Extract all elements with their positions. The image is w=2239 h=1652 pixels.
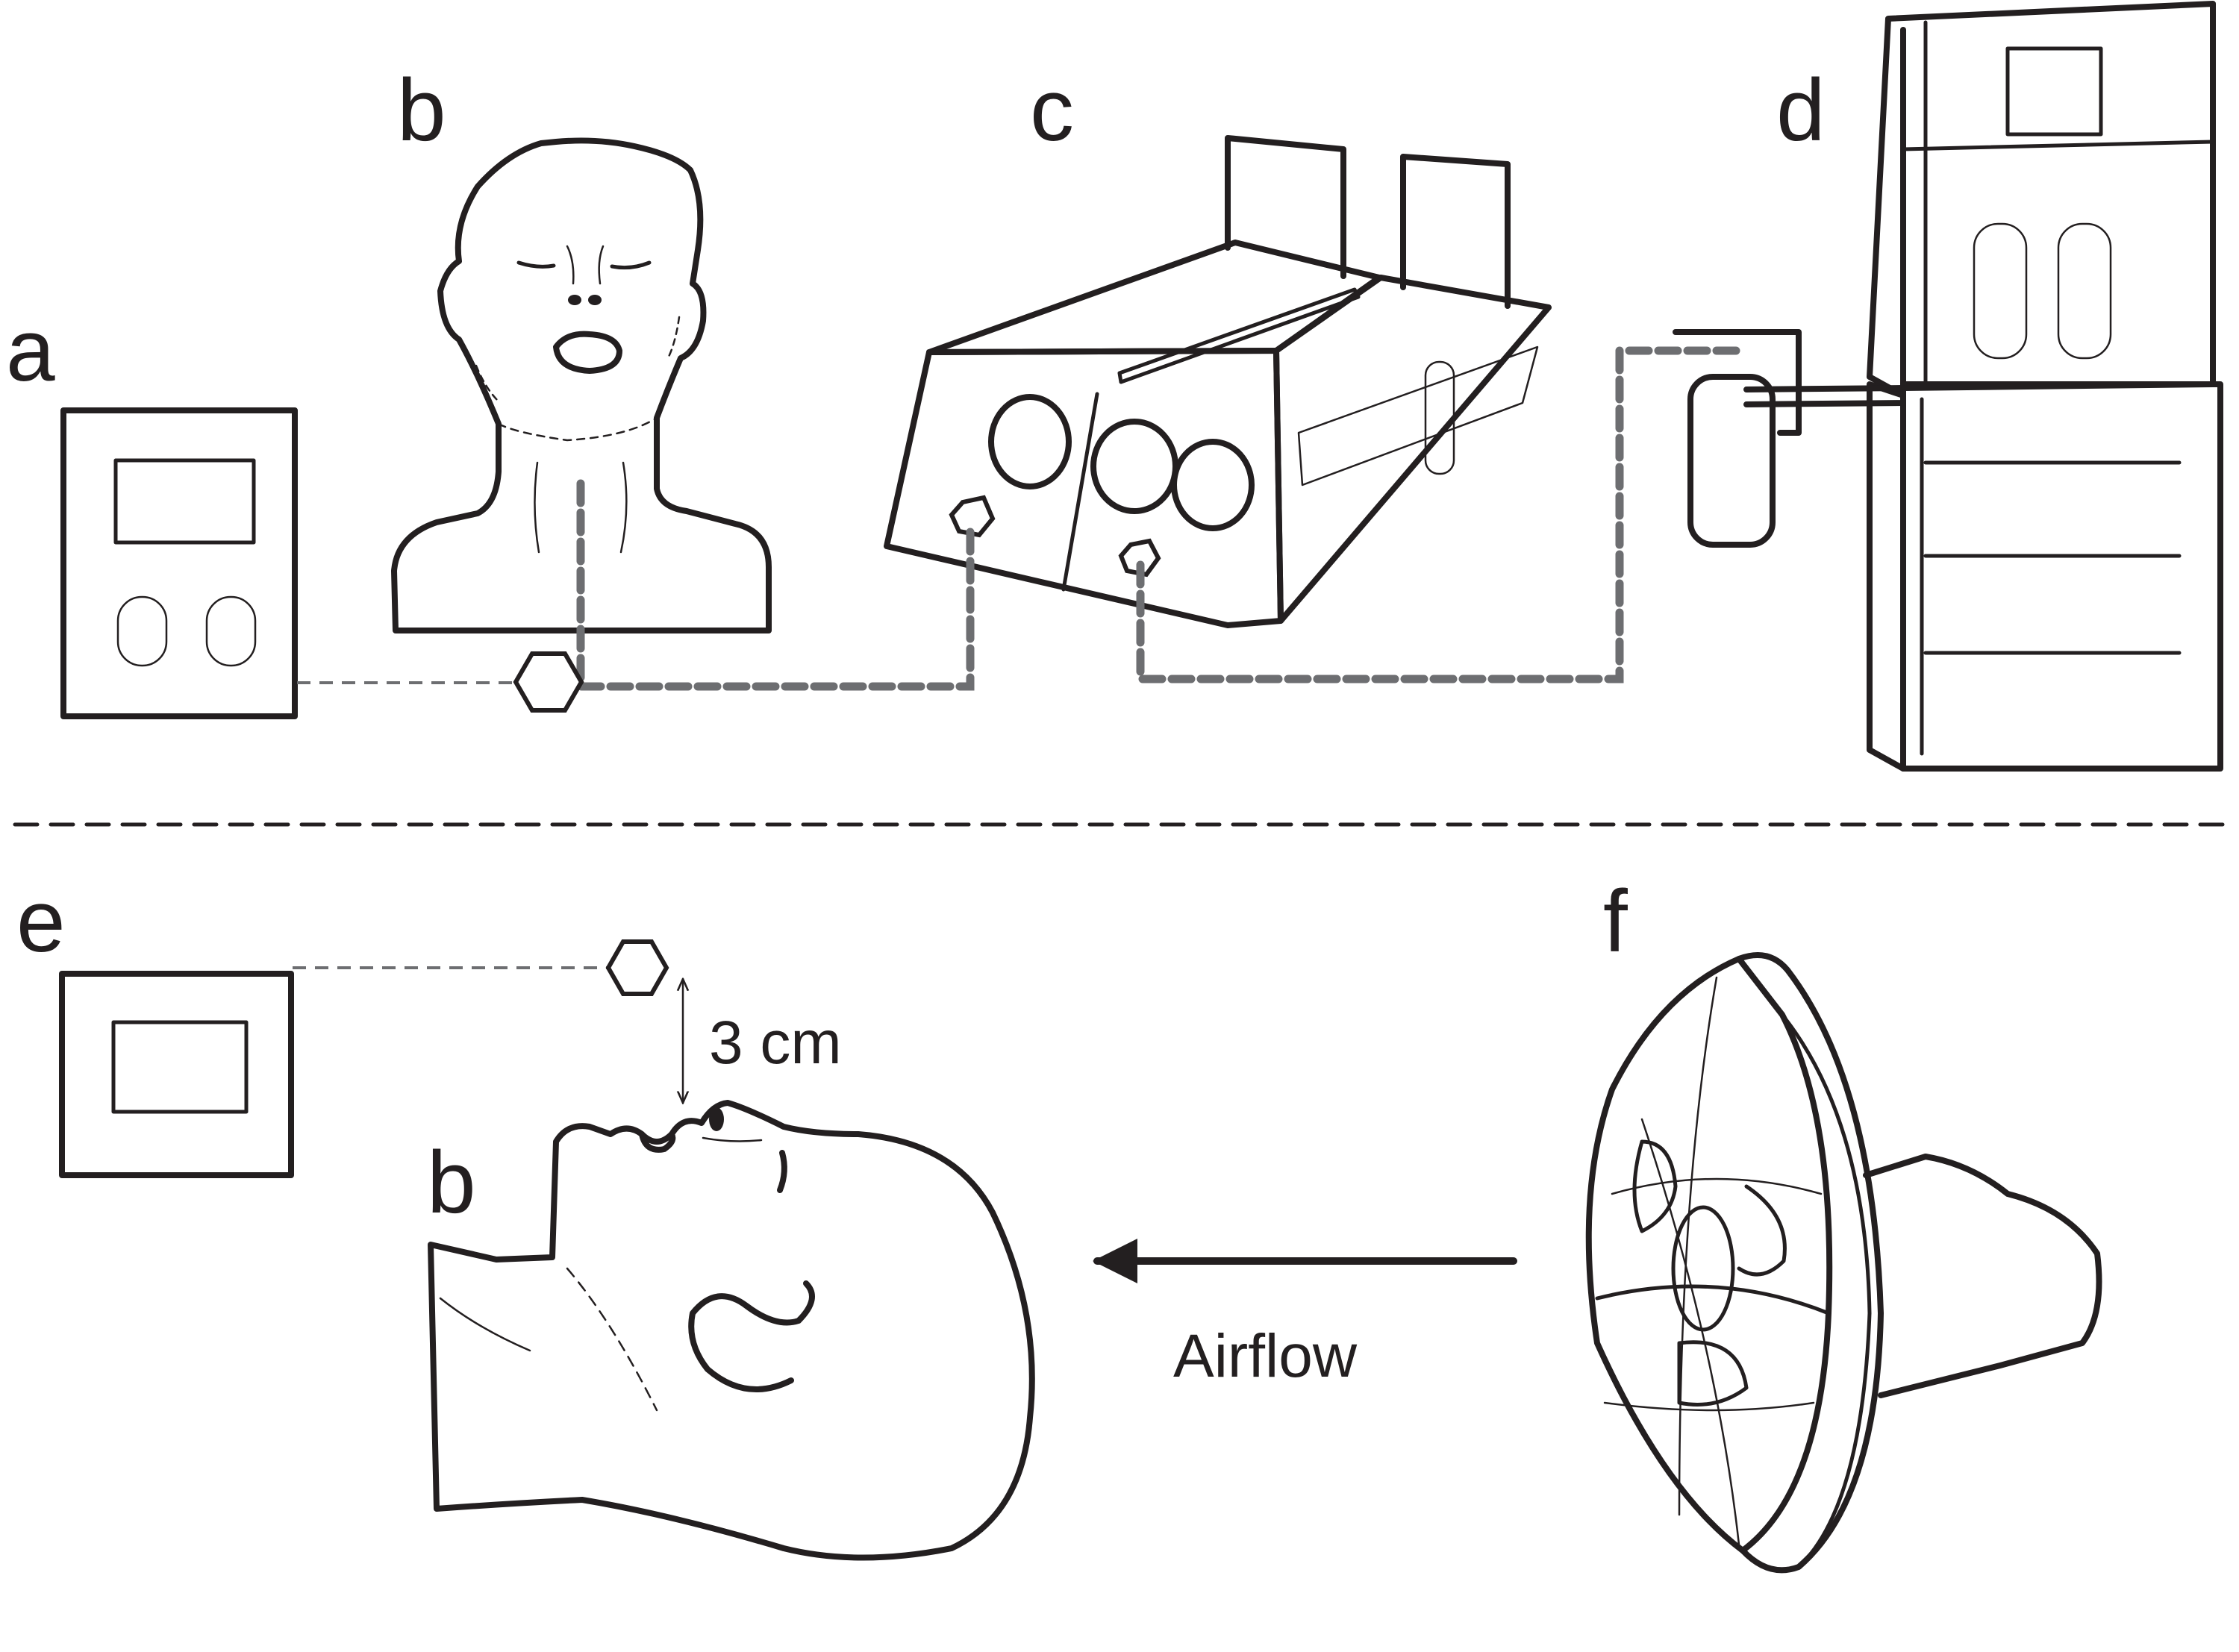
- panel-label-c: c: [1030, 61, 1074, 160]
- panel-label-a: a: [6, 301, 55, 400]
- panel-label-b-top: b: [397, 61, 446, 160]
- mannequin-front-view: [391, 137, 772, 633]
- distance-label: 3 cm: [709, 1009, 842, 1077]
- sensor-hexagon-bottom: [605, 939, 669, 996]
- airflow-label: Airflow: [1173, 1322, 1358, 1390]
- device-e-monitor: [59, 971, 294, 1178]
- panel-label-b-bottom: b: [427, 1133, 476, 1232]
- device-c-ventilator: [884, 135, 1552, 628]
- mannequin-side-view: [428, 1100, 1035, 1561]
- panel-label-f: f: [1603, 872, 1628, 971]
- device-a-monitor: [60, 407, 298, 719]
- panel-label-e: e: [16, 872, 66, 971]
- device-f-fan: [1585, 952, 2102, 1574]
- device-d-cabinet: [1673, 1, 2223, 772]
- panel-label-d: d: [1776, 61, 1826, 160]
- tubing-c-to-d: [1136, 346, 1747, 683]
- tubing-b-to-c: [576, 479, 975, 691]
- sensor-hexagon-top: [513, 651, 584, 713]
